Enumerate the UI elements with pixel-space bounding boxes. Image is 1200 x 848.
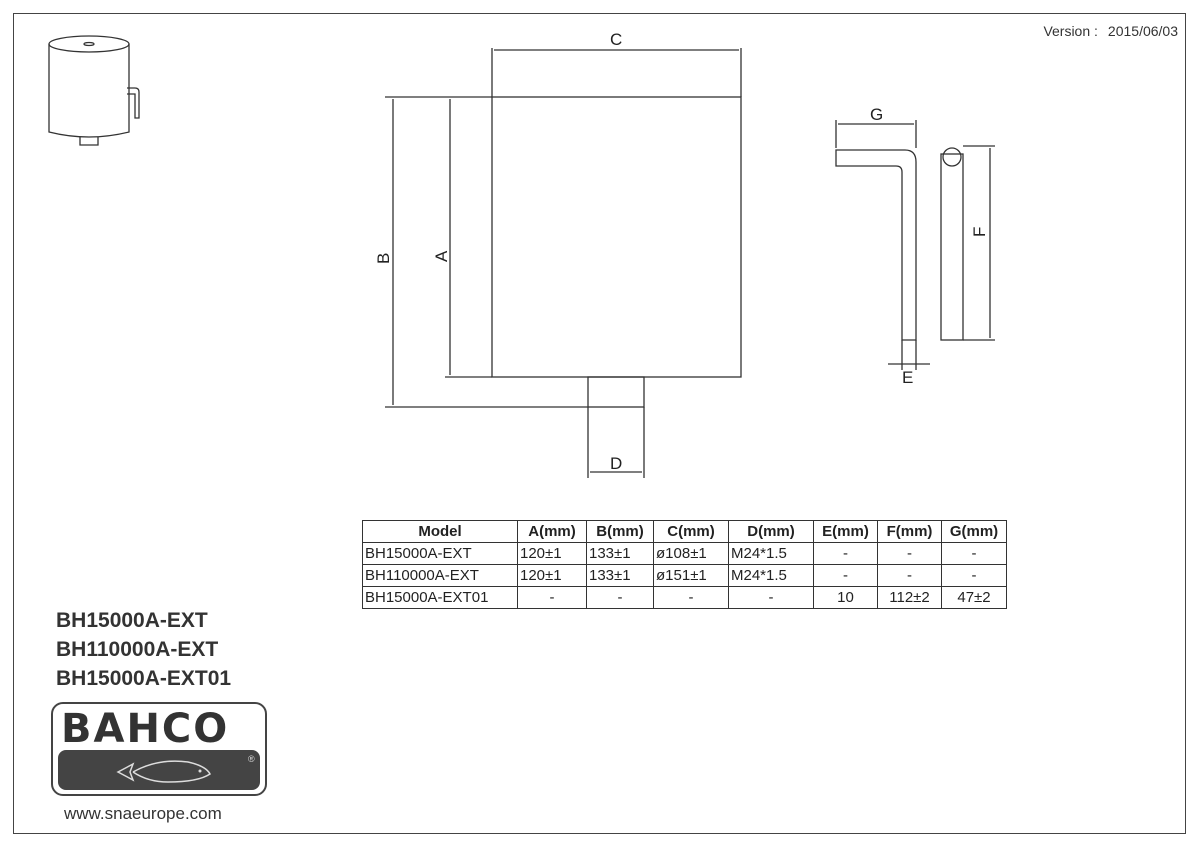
value-cell: - [941,542,1007,565]
value-cell: - [877,564,942,587]
model-name: BH110000A-EXT [56,638,219,661]
col-header: F(mm) [877,520,942,543]
col-header: A(mm) [517,520,587,543]
dim-label-f: F [970,227,989,237]
table-header-row: Model A(mm) B(mm) C(mm) D(mm) E(mm) F(mm… [362,520,1007,543]
value-cell: - [877,542,942,565]
dim-label-e: E [902,368,913,387]
dim-label-c: C [610,30,622,49]
value-cell: - [813,564,878,587]
bahco-logo: BAHCO ® [51,702,267,796]
hex-key-views [835,120,995,370]
value-cell: 10 [813,586,878,609]
model-name: BH15000A-EXT01 [56,667,232,690]
logo-text: BAHCO [61,706,230,752]
col-header: B(mm) [586,520,654,543]
value-cell: M24*1.5 [728,542,814,565]
value-cell: - [813,542,878,565]
value-cell: - [941,564,1007,587]
col-header: Model [362,520,518,543]
registered-mark: ® [248,754,255,764]
version-date: 2015/06/03 [1107,23,1178,39]
page-frame [13,13,1186,834]
col-header: D(mm) [728,520,814,543]
col-header: C(mm) [653,520,729,543]
value-cell: 112±2 [877,586,942,609]
spec-table: Model A(mm) B(mm) C(mm) D(mm) E(mm) F(mm… [362,520,1007,609]
version-label: Version : [1043,23,1098,39]
dim-label-b: B [374,253,393,264]
value-cell: 120±1 [517,564,587,587]
model-name: BH15000A-EXT [56,609,208,632]
value-cell: - [586,586,654,609]
model-list: BH15000A-EXT BH110000A-EXT BH15000A-EXT0… [56,606,231,693]
fish-band: ® [58,750,260,790]
value-cell: 47±2 [941,586,1007,609]
model-cell: BH15000A-EXT01 [362,586,518,609]
value-cell: - [653,586,729,609]
dim-label-d: D [610,454,622,473]
value-cell: - [728,586,814,609]
model-cell: BH15000A-EXT [362,542,518,565]
product-thumbnail [48,35,140,146]
version-stamp: Version : 2015/06/03 [1033,23,1178,39]
col-header: G(mm) [941,520,1007,543]
dim-label-g: G [870,105,883,124]
value-cell: M24*1.5 [728,564,814,587]
model-cell: BH110000A-EXT [362,564,518,587]
value-cell: ø108±1 [653,542,729,565]
dim-label-a: A [432,250,451,262]
cylinder-side-view [385,48,742,478]
value-cell: ø151±1 [653,564,729,587]
fish-icon: ® [116,754,255,783]
value-cell: 133±1 [586,564,654,587]
col-header: E(mm) [813,520,878,543]
website-url: www.snaeurope.com [64,804,222,823]
value-cell: 133±1 [586,542,654,565]
value-cell: 120±1 [517,542,587,565]
value-cell: - [517,586,587,609]
